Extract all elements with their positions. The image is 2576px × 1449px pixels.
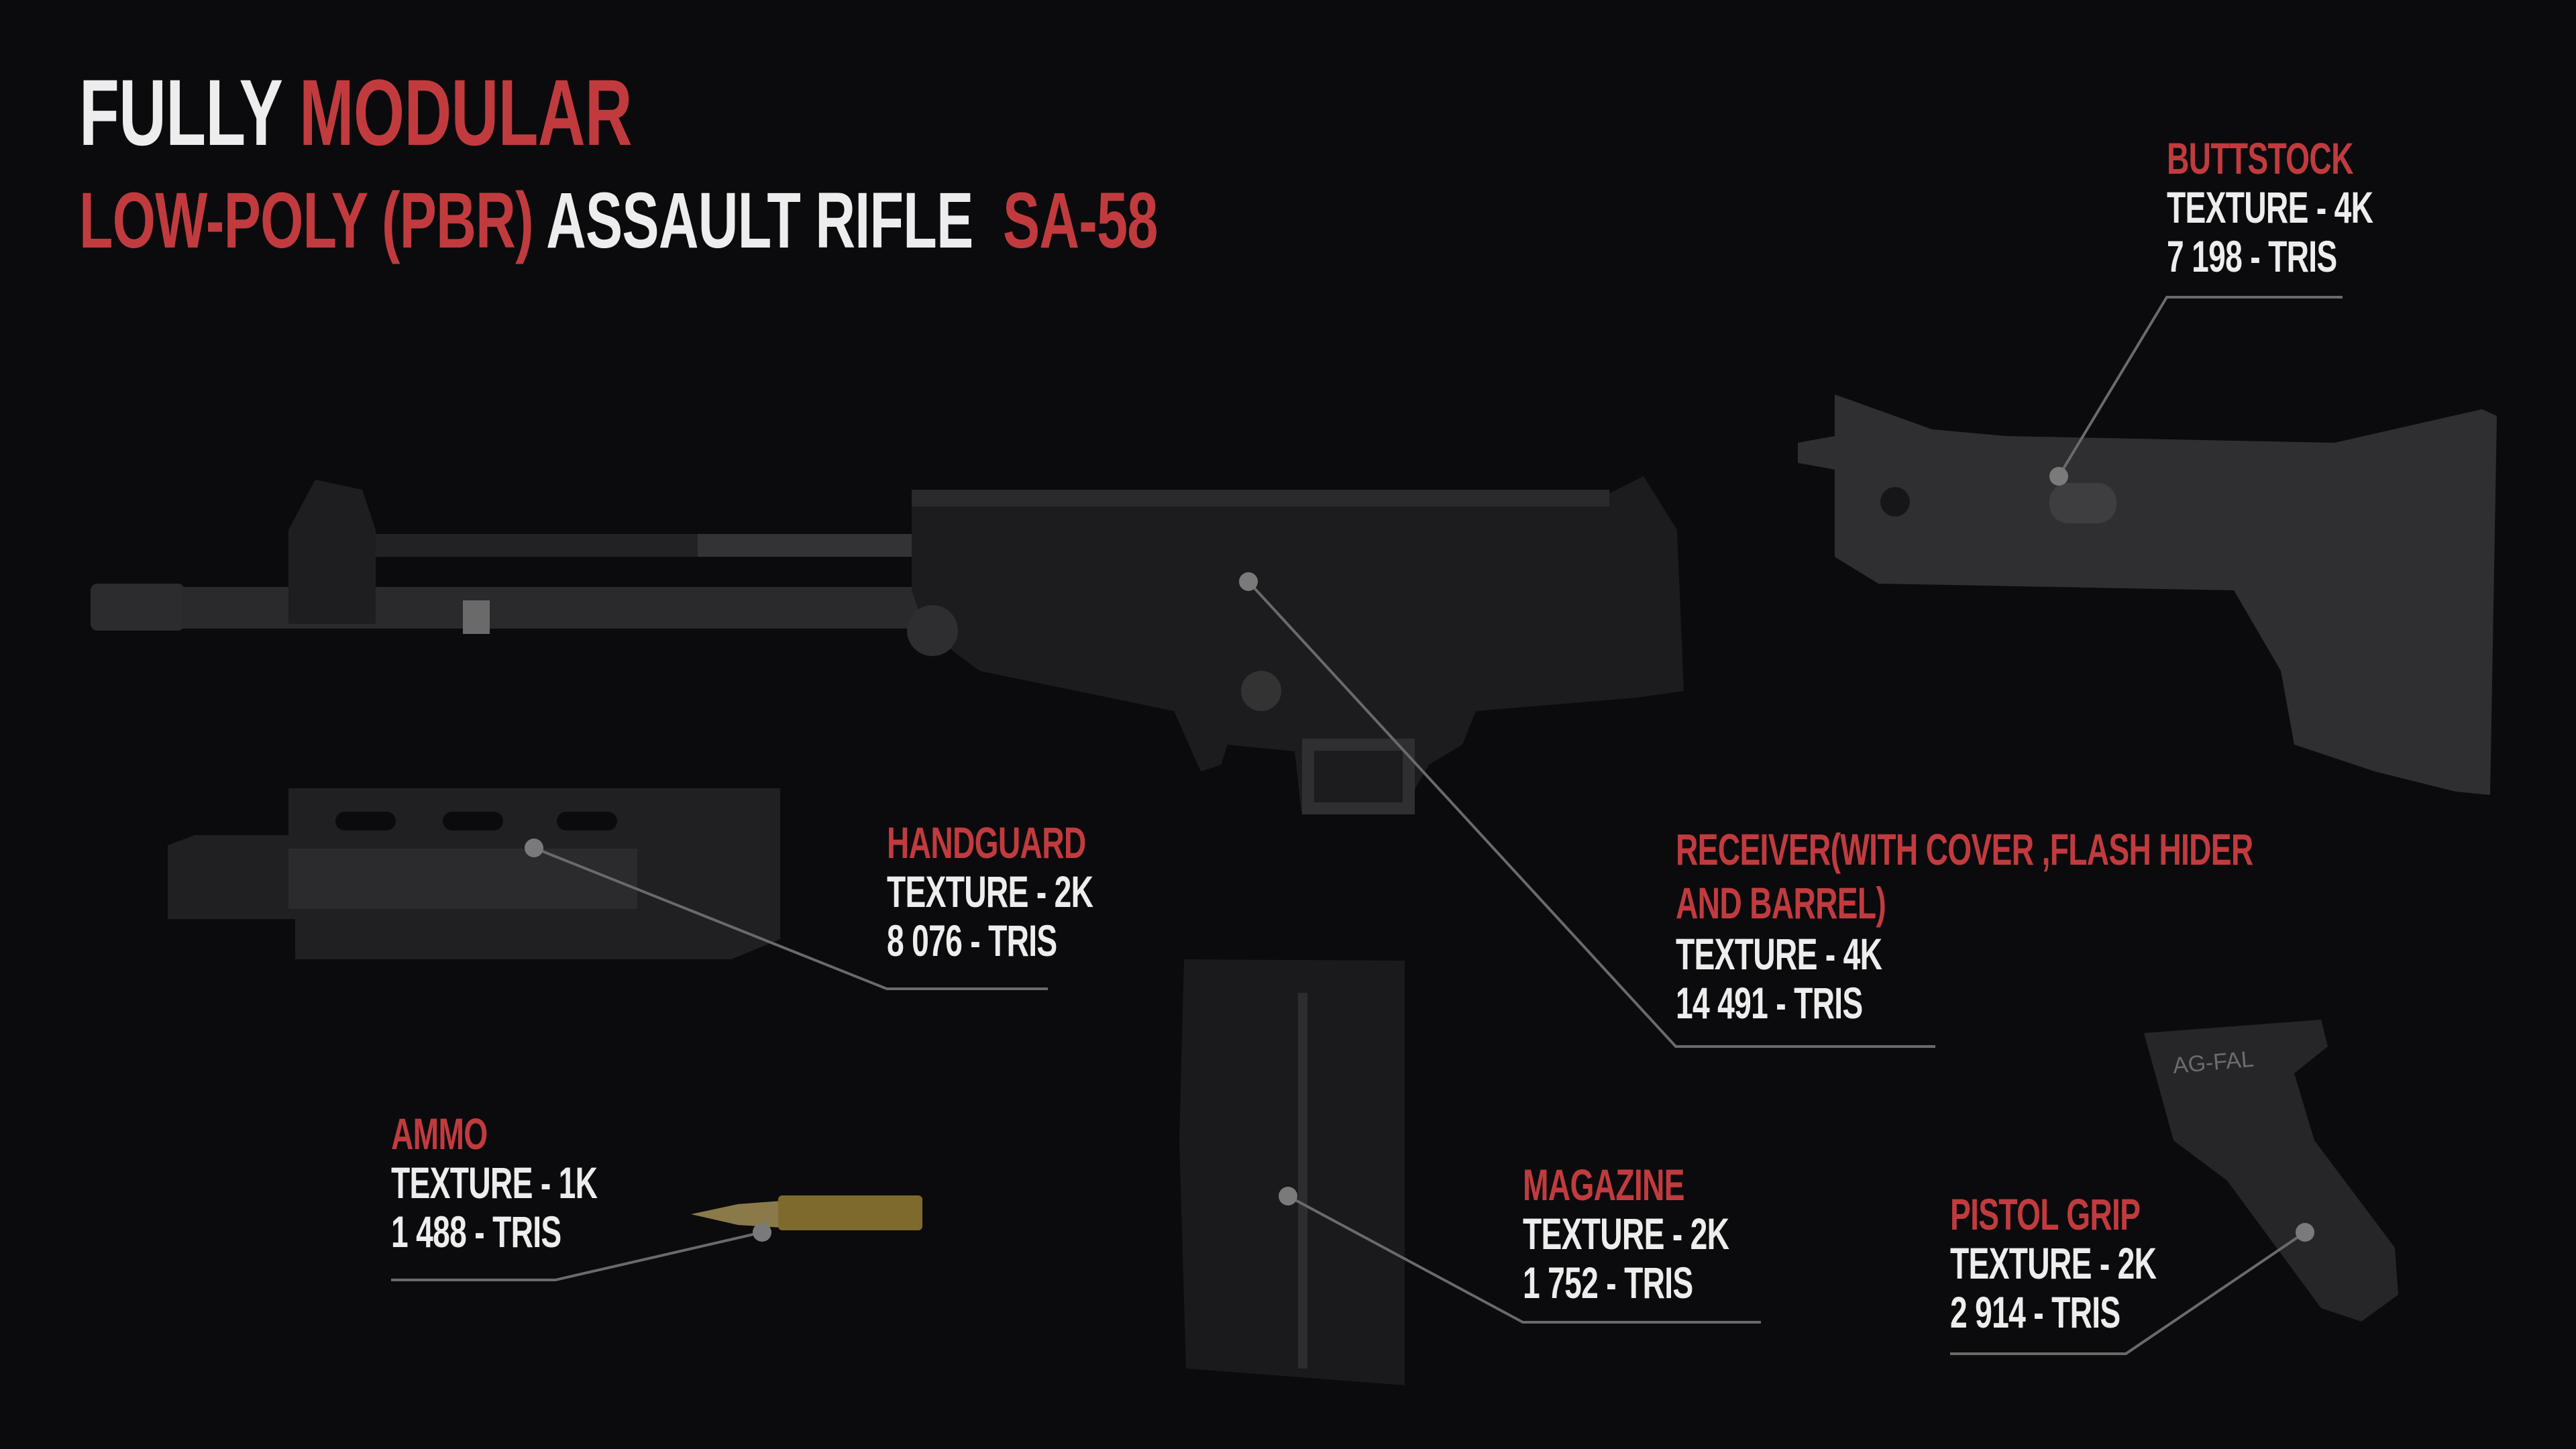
receiver-body <box>912 476 1684 812</box>
leader-dots <box>525 467 2314 1242</box>
part-tris: 1 488 - TRIS <box>391 1207 561 1256</box>
part-texture: TEXTURE - 2K <box>1950 1238 2157 1288</box>
headline-red: MODULAR <box>299 60 633 165</box>
leader-magazine <box>1287 1195 1761 1324</box>
part-texture: TEXTURE - 4K <box>1676 929 1882 979</box>
part-name-continued: AND BARREL) <box>1676 878 1886 928</box>
buttstock-button <box>2049 483 2116 523</box>
top-rail <box>912 490 1609 506</box>
part-name: PISTOL GRIP <box>1950 1189 2141 1239</box>
part-texture: TEXTURE - 2K <box>1523 1209 1729 1258</box>
part-tris: 8 076 - TRIS <box>887 916 1057 965</box>
label-handguard: HANDGUARD TEXTURE - 2K 8 076 - TRIS <box>887 818 1181 965</box>
magazine-image <box>1179 959 1405 1385</box>
flash-hider <box>91 584 184 631</box>
headline: FULLY MODULAR <box>79 66 633 160</box>
magazine-body <box>1179 959 1405 1385</box>
pistol-grip-image: AG-FAL <box>2144 1020 2398 1322</box>
cartridge-case <box>778 1195 922 1230</box>
pistol-grip-body <box>2144 1020 2398 1322</box>
part-name: AMMO <box>391 1109 488 1159</box>
bullet-tip <box>691 1201 782 1228</box>
dot-marker <box>1279 1187 1297 1205</box>
selector <box>1241 671 1281 711</box>
part-tris: 1 752 - TRIS <box>1523 1258 1693 1307</box>
charging-handle <box>907 605 958 656</box>
subtitle-assault-rifle: ASSAULT RIFLE <box>546 176 973 265</box>
front-sight <box>288 480 376 624</box>
label-receiver: RECEIVER(WITH COVER ,FLASH HIDER AND BAR… <box>1676 822 2500 1028</box>
leader-receiver <box>1247 580 1935 1048</box>
trigger-guard <box>1302 739 1415 814</box>
receiver-image <box>91 476 1684 814</box>
subtitle-model: SA-58 <box>1002 176 1158 265</box>
part-name: MAGAZINE <box>1523 1160 1684 1210</box>
barrel-ring <box>463 600 490 634</box>
part-tris: 14 491 - TRIS <box>1676 978 1863 1028</box>
leader-lines <box>391 296 2343 1355</box>
magazine-rib <box>1298 993 1307 1368</box>
buttstock-image <box>1798 394 2497 795</box>
dot-marker <box>2049 467 2068 486</box>
dot-marker <box>753 1223 771 1242</box>
handguard-rail <box>288 849 637 909</box>
subtitle-lowpoly: LOW-POLY (PBR) <box>79 176 534 265</box>
subtitle: LOW-POLY (PBR) ASSAULT RIFLE SA-58 <box>79 181 1158 260</box>
leader-pistol-grip <box>1950 1231 2306 1355</box>
buttstock-hole <box>1880 487 1910 517</box>
handguard-slot <box>557 812 617 830</box>
leader-buttstock <box>2057 296 2343 478</box>
leader-ammo <box>391 1231 763 1281</box>
part-name: HANDGUARD <box>887 818 1086 867</box>
part-texture: TEXTURE - 1K <box>391 1158 598 1208</box>
dot-marker <box>1239 572 1258 591</box>
gas-spring <box>698 534 912 557</box>
ammo-image <box>691 1195 922 1230</box>
part-tris: 2 914 - TRIS <box>1950 1287 2121 1337</box>
part-tris: 7 198 - TRIS <box>2167 231 2337 281</box>
label-pistol-grip: PISTOL GRIP TEXTURE - 2K 2 914 - TRIS <box>1950 1190 2245 1337</box>
part-texture: TEXTURE - 4K <box>2167 182 2373 232</box>
label-magazine: MAGAZINE TEXTURE - 2K 1 752 - TRIS <box>1523 1161 1817 1307</box>
part-name: BUTTSTOCK <box>2167 133 2353 183</box>
handguard-slot <box>335 812 396 830</box>
buttstock-body <box>1798 394 2497 795</box>
handguard-slot <box>443 812 503 830</box>
part-texture: TEXTURE - 2K <box>887 867 1093 916</box>
headline-white: FULLY <box>79 60 282 165</box>
part-name: RECEIVER(WITH COVER ,FLASH HIDER <box>1676 824 2253 874</box>
dot-marker <box>2296 1223 2314 1242</box>
handguard-image <box>168 788 780 959</box>
label-ammo: AMMO TEXTURE - 1K 1 488 - TRIS <box>391 1110 686 1256</box>
dot-marker <box>525 839 543 857</box>
label-buttstock: BUTTSTOCK TEXTURE - 4K 7 198 - TRIS <box>2167 134 2461 281</box>
leader-handguard <box>533 847 1048 990</box>
